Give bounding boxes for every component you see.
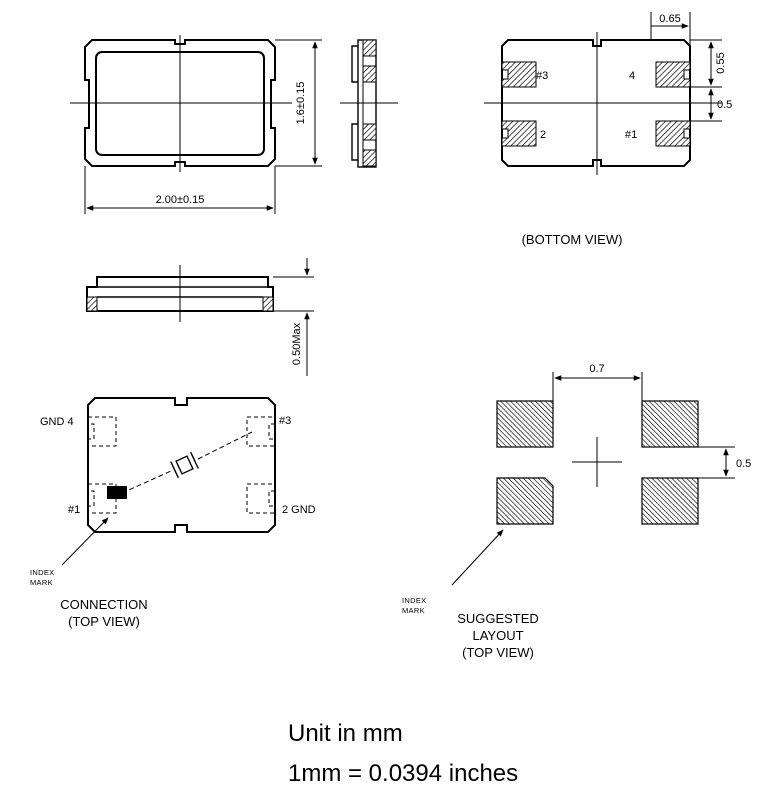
width-dimension-label: 2.00±0.15 xyxy=(156,194,205,206)
conn-pin3-label: #3 xyxy=(279,415,291,427)
side-terminal-3 xyxy=(362,123,377,141)
side-terminal-1 xyxy=(362,39,377,57)
profile-terminal-right xyxy=(262,296,274,312)
bottom-pad-4 xyxy=(655,61,691,88)
layout-index-arrow xyxy=(451,529,504,586)
layout-index-label-2: MARK xyxy=(402,606,425,615)
dim07-label: 0.7 xyxy=(589,363,604,375)
conn-caption-2: (TOP VIEW) xyxy=(68,614,140,629)
side-terminal-2 xyxy=(362,65,377,83)
conn-gnd4-label: GND 4 xyxy=(40,416,74,428)
conn-pad-3 xyxy=(246,416,276,447)
connection-outline xyxy=(87,397,276,533)
layout-pad-bottom-left xyxy=(496,477,554,525)
side-view-narrow xyxy=(340,39,398,168)
conn-index-label-2: MARK xyxy=(30,578,53,587)
bottom-pin3-label: #3 xyxy=(536,70,548,82)
bottom-pad-3 xyxy=(501,61,537,88)
dim05-label: 0.5 xyxy=(717,99,732,111)
unit-label: Unit in mm xyxy=(288,720,403,747)
top-view-package: 1.6±0.15 2.00±0.15 xyxy=(70,35,322,214)
bottom-pin1-label: #1 xyxy=(625,129,637,141)
conn-pin1-label: #1 xyxy=(68,504,80,516)
layout-pad-bottom-right xyxy=(641,477,699,525)
conn-caption-1: CONNECTION xyxy=(60,597,147,612)
bottom-view: #3 4 2 #1 0.65 0.55 0.5 (BOTTOM VIEW) xyxy=(484,12,732,247)
layout-index-label-1: INDEX xyxy=(402,596,426,605)
package-outline xyxy=(84,39,276,167)
height-dimension-label: 1.6±0.15 xyxy=(295,82,307,125)
conn-pad-gnd4 xyxy=(87,416,117,447)
dim065-label: 0.65 xyxy=(659,13,680,25)
conn-gnd2-label: 2 GND xyxy=(282,504,316,516)
suggested-layout: 0.7 0.5 INDEX MARK SUGGESTED LAYOUT (TOP… xyxy=(402,363,751,660)
crystal-lead-left xyxy=(121,470,172,494)
bottom-pad-2 xyxy=(501,120,537,147)
conversion-label: 1mm = 0.0394 inches xyxy=(288,760,518,787)
crystal-symbol xyxy=(170,451,199,479)
layout-dim05-label: 0.5 xyxy=(736,458,751,470)
side-lid-step xyxy=(351,45,358,161)
units-note: Unit in mm 1mm = 0.0394 inches xyxy=(288,720,518,787)
bottom-view-caption: (BOTTOM VIEW) xyxy=(522,232,623,247)
conn-pad-gnd2 xyxy=(246,483,276,514)
bottom-outline xyxy=(501,39,691,167)
index-mark xyxy=(107,486,127,499)
layout-caption-2: LAYOUT xyxy=(472,628,523,643)
dim055-label: 0.55 xyxy=(715,52,727,73)
layout-caption-3: (TOP VIEW) xyxy=(462,645,534,660)
layout-caption-1: SUGGESTED xyxy=(457,611,539,626)
profile-terminal-left xyxy=(86,296,98,312)
layout-pad-top-left xyxy=(496,400,554,448)
layout-pad-top-right xyxy=(641,400,699,448)
dim050-label: 0.50Max xyxy=(291,322,303,365)
conn-index-label-1: INDEX xyxy=(30,568,54,577)
connection-view: GND 4 #3 #1 2 GND INDEX MARK CONNECTION … xyxy=(30,397,316,629)
bottom-pin2-label: 2 xyxy=(540,129,546,141)
conn-index-arrow xyxy=(61,517,109,566)
side-view-profile: 0.50Max xyxy=(86,258,314,376)
bottom-pad-1 xyxy=(655,120,691,147)
bottom-pin4-label: 4 xyxy=(629,70,635,82)
side-terminal-4 xyxy=(362,149,377,167)
crystal-lead-right xyxy=(197,431,253,460)
